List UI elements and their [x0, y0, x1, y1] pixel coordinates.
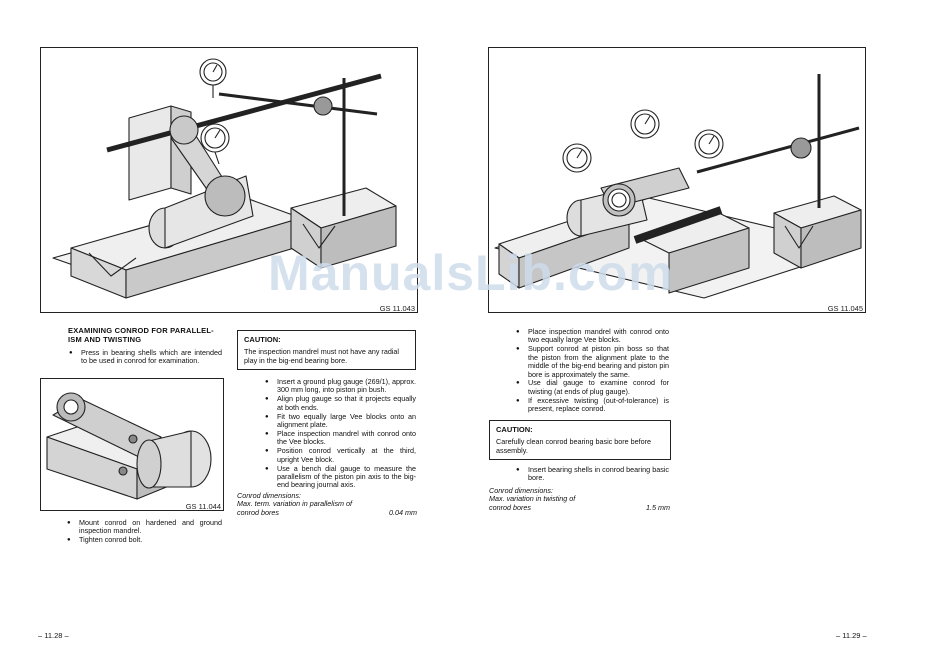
- page-number-right: – 11.29 –: [836, 631, 867, 640]
- caution-title: CAUTION:: [244, 335, 281, 344]
- figure-conrod-parallelism: GS 11.043: [40, 47, 418, 313]
- list-item: If excessive twisting (out-of-tolerance)…: [515, 396, 669, 414]
- list-item: Align plug gauge so that it projects equ…: [264, 395, 416, 412]
- list-item: Tighten conrod bolt.: [66, 535, 222, 545]
- list-item: Use a bench dial gauge to measure the pa…: [264, 464, 416, 490]
- spec-line-2: conrod bores: [489, 502, 531, 512]
- illustration-mounted-conrod: [46, 392, 212, 500]
- list-item: Support conrod at piston pin boss so tha…: [515, 345, 669, 379]
- figure-label: GS 11.043: [379, 304, 415, 313]
- illustration-parallelism-test: [52, 58, 397, 299]
- figure-label: GS 11.044: [185, 502, 221, 511]
- list-item: Insert bearing shells in conrod bearing …: [515, 465, 669, 483]
- list-item: Place inspection mandrel with conrod ont…: [264, 429, 416, 447]
- spec-line-1: Max. variation in twisting of: [489, 494, 576, 504]
- list-item: Position conrod vertically at the third,…: [264, 447, 416, 464]
- left-bullets-top: Press in bearing shells which are intend…: [68, 348, 222, 366]
- list-item: Fit two equally large Vee blocks onto an…: [264, 412, 416, 430]
- figure-conrod-twisting: GS 11.045: [488, 47, 866, 313]
- caution-box-clean: CAUTION: Carefully clean conrod bearing …: [489, 420, 671, 461]
- figure-conrod-mandrel: GS 11.044: [40, 378, 224, 511]
- spec-title: Conrod dimensions:: [237, 491, 301, 500]
- caution-box-mandrel: CAUTION: The inspection mandrel must not…: [237, 330, 416, 371]
- page-number-left: – 11.28 –: [38, 631, 69, 640]
- heading-line-1: EXAMINING CONROD FOR PARALLEL-: [68, 326, 214, 335]
- spec-twisting: Conrod dimensions: Max. variation in twi…: [489, 486, 670, 512]
- left-bullets-bottom: Mount conrod on hardened and ground insp…: [66, 518, 222, 545]
- caution-text: Carefully clean conrod bearing basic bor…: [496, 437, 652, 455]
- illustration-twisting-test: [494, 74, 862, 299]
- list-item: Use dial gauge to examine conrod for twi…: [515, 379, 669, 396]
- list-item: Place inspection mandrel with conrod ont…: [515, 327, 669, 345]
- right-bullets-top: Place inspection mandrel with conrod ont…: [515, 327, 669, 414]
- right-bullets-bottom: Insert bearing shells in conrod bearing …: [515, 465, 669, 483]
- spec-line-1: Max. term. variation in parallelism of: [237, 499, 353, 509]
- spec-value: 0.04 mm: [389, 507, 417, 517]
- watermark-logo: ManualsLib.com: [268, 245, 674, 301]
- caution-title: CAUTION:: [496, 425, 533, 434]
- section-heading: EXAMINING CONROD FOR PARALLEL- ISM AND T…: [68, 326, 238, 344]
- heading-line-2: ISM AND TWISTING: [68, 335, 142, 344]
- middle-bullets: Insert a ground plug gauge (269/1), appr…: [264, 377, 416, 490]
- spec-line-2: conrod bores: [237, 507, 279, 517]
- spec-title: Conrod dimensions:: [489, 486, 553, 495]
- list-item: Press in bearing shells which are intend…: [68, 348, 222, 366]
- list-item: Mount conrod on hardened and ground insp…: [66, 518, 222, 536]
- list-item: Insert a ground plug gauge (269/1), appr…: [264, 377, 416, 395]
- figure-label: GS 11.045: [827, 304, 863, 313]
- spec-parallelism: Conrod dimensions: Max. term. variation …: [237, 491, 417, 517]
- spec-value: 1.5 mm: [646, 502, 670, 512]
- caution-text: The inspection mandrel must not have any…: [244, 347, 400, 365]
